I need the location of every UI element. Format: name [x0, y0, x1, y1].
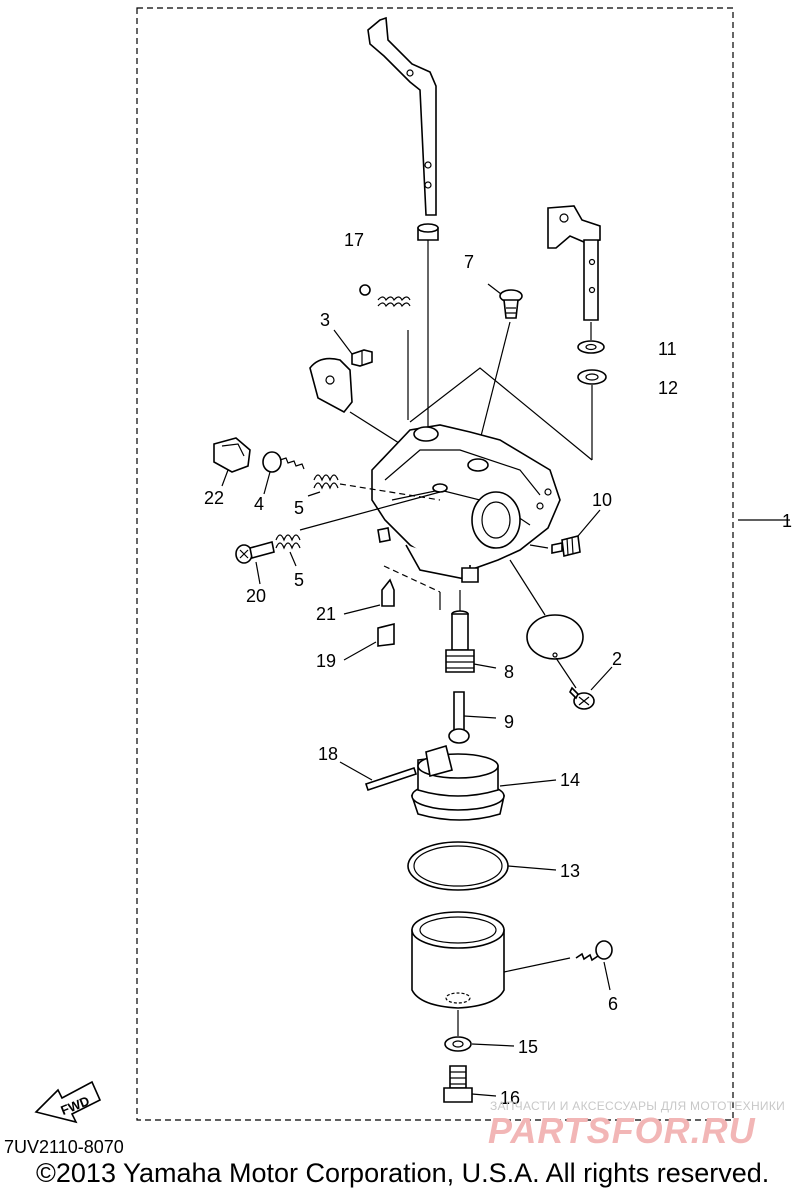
- pilot-screw-7: [499, 289, 523, 319]
- screw-2: [569, 686, 595, 710]
- screw-10: [551, 535, 581, 557]
- part-label-5b: 5: [294, 570, 304, 590]
- check-ball: [359, 284, 371, 296]
- part-label-11: 11: [658, 339, 677, 359]
- main-jet-9: [448, 691, 470, 744]
- drawing-code: 7UV2110-8070: [4, 1137, 124, 1157]
- watermark-logo: PARTSFOR.RU: [488, 1110, 756, 1151]
- part-label-9: 9: [504, 712, 514, 732]
- part-label-10: 10: [592, 490, 612, 510]
- carburetor-body: [371, 424, 561, 583]
- part-label-7: 7: [464, 252, 474, 272]
- throttle-lever: [367, 16, 437, 216]
- screw-3: [351, 349, 373, 367]
- screw-4: [262, 451, 305, 473]
- part-label-19: 19: [316, 651, 336, 671]
- assembly-boundary: [136, 7, 734, 1121]
- fwd-arrow-icon: FWD: [34, 1080, 102, 1124]
- needle-clip-19: [377, 622, 395, 647]
- main-nozzle-8: [445, 610, 475, 673]
- part-label-14: 14: [560, 770, 580, 790]
- part-label-18: 18: [318, 744, 338, 764]
- part-label-4: 4: [254, 494, 264, 514]
- part-label-6: 6: [608, 994, 618, 1014]
- part-label-17: 17: [344, 230, 364, 250]
- float-pin-18: [364, 766, 418, 792]
- float-14: [410, 744, 505, 821]
- part-label-21: 21: [316, 604, 336, 624]
- part-label-3: 3: [320, 310, 330, 330]
- throttle-stop-plate: [309, 357, 353, 414]
- part-label-13: 13: [560, 861, 580, 881]
- part-label-5a: 5: [294, 498, 304, 518]
- float-needle-21: [381, 578, 395, 607]
- part-label-8: 8: [504, 662, 514, 682]
- washer-11: [577, 340, 605, 354]
- part-label-20: 20: [246, 586, 266, 606]
- part-label-1: 1: [782, 511, 792, 531]
- screw-20: [235, 541, 275, 564]
- float-bowl: [411, 911, 505, 1009]
- part-label-15: 15: [518, 1037, 538, 1057]
- spring-5-lower: [275, 534, 301, 550]
- spring-17: [377, 296, 411, 308]
- watermark-subtitle: ЗАПЧАСТИ И АКСЕССУАРЫ ДЛЯ МОТОТЕХНИКИ: [490, 1099, 786, 1113]
- seal-12: [577, 369, 607, 385]
- choke-knob-22: [213, 437, 251, 473]
- drain-bolt-16: [443, 1065, 473, 1103]
- part-label-2: 2: [612, 649, 622, 669]
- part-label-16: 16: [500, 1088, 520, 1108]
- spring-5-upper: [313, 474, 339, 490]
- part-label-22: 22: [204, 488, 224, 508]
- part-label-12: 12: [658, 378, 678, 398]
- throttle-shaft-cap: [417, 223, 439, 241]
- choke-lever: [547, 205, 601, 321]
- copyright-notice: ©2013 Yamaha Motor Corporation, U.S.A. A…: [36, 1158, 770, 1188]
- bowl-gasket-13: [407, 841, 509, 891]
- screw-6: [575, 940, 613, 962]
- diaphragm: [526, 614, 584, 660]
- washer-15: [444, 1036, 472, 1052]
